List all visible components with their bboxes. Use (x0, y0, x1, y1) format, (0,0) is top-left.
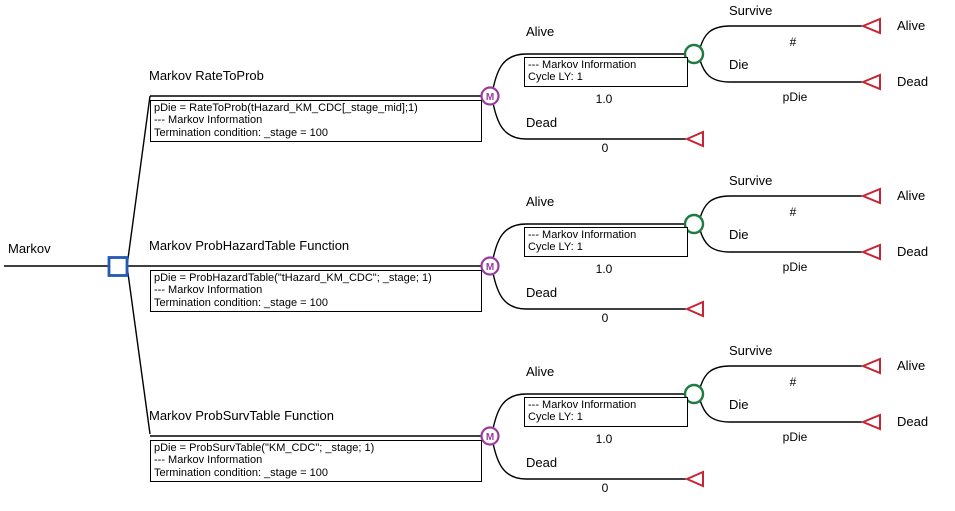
branch-detail-box[interactable]: pDie = RateToProb(tHazard_KM_CDC[_stage_… (150, 100, 482, 143)
survive-probability[interactable]: # (789, 35, 797, 49)
box-markov-info: --- Markov Information (154, 454, 263, 467)
dead-probability[interactable]: 0 (601, 311, 609, 325)
die-branch-line (699, 399, 862, 423)
dead-branch-line (492, 442, 686, 480)
die-branch-label[interactable]: Die (729, 397, 749, 412)
root-node-label[interactable]: Markov (8, 241, 51, 256)
terminal-node-dead-icon[interactable] (684, 130, 704, 148)
survive-branch-line (699, 25, 862, 49)
alive-state-label[interactable]: Alive (526, 364, 555, 379)
survive-branch-line (699, 195, 862, 219)
terminal-dead-label[interactable]: Dead (897, 74, 929, 89)
die-branch-label[interactable]: Die (729, 57, 749, 72)
connector-to-branch-3 (126, 265, 151, 435)
terminal-alive-label[interactable]: Alive (897, 18, 926, 33)
survive-branch-line (699, 365, 862, 389)
dead-probability[interactable]: 0 (601, 481, 609, 495)
branch-detail-box[interactable]: pDie = ProbSurvTable("KM_CDC"; _stage; 1… (150, 440, 482, 483)
die-probability[interactable]: pDie (782, 90, 808, 104)
branch-lines: M (150, 17, 881, 148)
markov-node-icon[interactable] (480, 86, 500, 106)
survive-branch-label[interactable]: Survive (729, 173, 773, 188)
terminal-node-dead-icon[interactable] (684, 470, 704, 488)
chance-node-icon[interactable] (683, 383, 705, 405)
die-probability[interactable]: pDie (782, 260, 808, 274)
terminal-node-dead-icon[interactable] (684, 300, 704, 318)
die-branch-line (699, 59, 862, 83)
branch-title[interactable]: Markov RateToProb (149, 68, 264, 83)
terminal-node-survive-alive-icon[interactable] (860, 357, 881, 375)
box-formula: pDie = ProbSurvTable("KM_CDC"; _stage; 1… (154, 442, 375, 454)
alive-probability[interactable]: 1.0 (595, 92, 613, 106)
alive-branch-line (492, 223, 684, 260)
dead-probability[interactable]: 0 (601, 141, 609, 155)
branch-detail-box[interactable]: pDie = ProbHazardTable("tHazard_KM_CDC";… (150, 270, 482, 313)
markov-node-letter: M (486, 92, 494, 103)
decision-node-icon[interactable] (107, 256, 129, 277)
branch-lines: M (150, 187, 881, 318)
markov-node-letter: M (486, 262, 494, 273)
cycle-info-box[interactable]: --- Markov Information Cycle LY: 1 (524, 397, 688, 427)
die-branch-label[interactable]: Die (729, 227, 749, 242)
terminal-node-die-dead-icon[interactable] (860, 73, 881, 91)
alive-branch-line (492, 393, 684, 430)
cycle-info-box[interactable]: --- Markov Information Cycle LY: 1 (524, 57, 688, 87)
cycle-markov-info: --- Markov Information (528, 399, 637, 411)
box-formula: pDie = ProbHazardTable("tHazard_KM_CDC";… (154, 272, 432, 284)
dead-state-label[interactable]: Dead (526, 285, 558, 300)
box-termination: Termination condition: _stage = 100 (154, 296, 328, 309)
alive-state-label[interactable]: Alive (526, 194, 555, 209)
markov-branch-row: M Markov ProbHazardTable Function pDie =… (0, 170, 955, 340)
survive-branch-label[interactable]: Survive (729, 3, 773, 18)
markov-node-icon[interactable] (480, 426, 500, 446)
cycle-ly: Cycle LY: 1 (528, 71, 583, 84)
branch-title[interactable]: Markov ProbHazardTable Function (149, 238, 350, 253)
alive-branch-line (492, 53, 684, 90)
branch-lines: M (150, 357, 881, 488)
chance-node-icon[interactable] (683, 213, 705, 235)
alive-state-label[interactable]: Alive (526, 24, 555, 39)
chance-node-icon[interactable] (683, 43, 705, 65)
alive-probability[interactable]: 1.0 (595, 262, 613, 276)
dead-branch-line (492, 102, 686, 140)
dead-branch-line (492, 272, 686, 310)
die-probability[interactable]: pDie (782, 430, 808, 444)
cycle-ly: Cycle LY: 1 (528, 411, 583, 424)
connector-to-branch-1 (126, 95, 151, 267)
box-markov-info: --- Markov Information (154, 114, 263, 127)
survive-probability[interactable]: # (789, 375, 797, 389)
cycle-ly: Cycle LY: 1 (528, 241, 583, 254)
terminal-alive-label[interactable]: Alive (897, 358, 926, 373)
box-termination: Termination condition: _stage = 100 (154, 126, 328, 139)
box-markov-info: --- Markov Information (154, 284, 263, 297)
markov-node-letter: M (486, 432, 494, 443)
cycle-markov-info: --- Markov Information (528, 59, 637, 71)
markov-branch-row: M Markov RateToProb pDie = RateToProb(tH… (0, 0, 955, 170)
cycle-markov-info: --- Markov Information (528, 229, 637, 241)
terminal-node-survive-alive-icon[interactable] (860, 187, 881, 205)
markov-node-icon[interactable] (480, 256, 500, 276)
alive-probability[interactable]: 1.0 (595, 432, 613, 446)
terminal-node-die-dead-icon[interactable] (860, 243, 881, 261)
die-branch-line (699, 229, 862, 253)
markov-branch-row: M Markov ProbSurvTable Function pDie = P… (0, 340, 955, 510)
terminal-alive-label[interactable]: Alive (897, 188, 926, 203)
terminal-node-die-dead-icon[interactable] (860, 413, 881, 431)
dead-state-label[interactable]: Dead (526, 115, 558, 130)
terminal-node-survive-alive-icon[interactable] (860, 17, 881, 35)
survive-probability[interactable]: # (789, 205, 797, 219)
box-formula: pDie = RateToProb(tHazard_KM_CDC[_stage_… (154, 102, 418, 114)
cycle-info-box[interactable]: --- Markov Information Cycle LY: 1 (524, 227, 688, 257)
terminal-dead-label[interactable]: Dead (897, 414, 929, 429)
box-termination: Termination condition: _stage = 100 (154, 466, 328, 479)
dead-state-label[interactable]: Dead (526, 455, 558, 470)
terminal-dead-label[interactable]: Dead (897, 244, 929, 259)
branch-title[interactable]: Markov ProbSurvTable Function (149, 408, 334, 423)
survive-branch-label[interactable]: Survive (729, 343, 773, 358)
